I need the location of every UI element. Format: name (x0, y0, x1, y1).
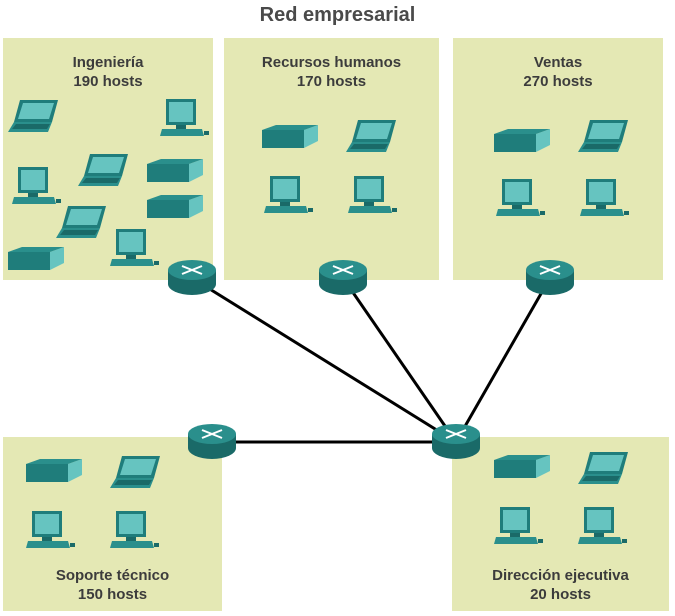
laptop-icon (56, 206, 106, 238)
zone-direccion-name: Dirección ejecutiva (492, 567, 629, 584)
desktop-icon (494, 507, 543, 544)
zone-soporte-name: Soporte técnico (55, 567, 170, 584)
router-icon (168, 260, 216, 295)
desktop-icon (348, 176, 397, 213)
zone-direccion-hosts: 20 hosts (530, 586, 591, 603)
zone-ventas: Ventas 270 hosts (453, 38, 663, 280)
laptop-icon (110, 456, 160, 488)
zone-ingenieria-hosts: 190 hosts (73, 73, 143, 90)
server-icon (147, 195, 203, 218)
laptop-icon (78, 154, 128, 186)
zone-soporte-hosts: 150 hosts (77, 586, 148, 603)
zone-ingenieria-name: Ingeniería (72, 54, 144, 71)
desktop-icon (578, 507, 627, 544)
zone-soporte-label: Soporte técnico 150 hosts (3, 566, 222, 604)
zone-ventas-name: Ventas (533, 54, 583, 71)
desktop-icon (580, 179, 629, 216)
link-rrhh-core (341, 277, 458, 443)
router-icon (319, 260, 367, 295)
laptop-icon (8, 100, 58, 132)
zone-ventas-label: Ventas 270 hosts (453, 53, 663, 91)
desktop-icon (264, 176, 313, 213)
router-icon (188, 424, 236, 459)
laptop-icon (346, 120, 396, 152)
link-ventas-core (454, 277, 552, 443)
server-icon (494, 455, 550, 478)
router-icon (526, 260, 574, 295)
zone-rrhh-label: Recursos humanos 170 hosts (224, 53, 439, 91)
zone-rrhh-name: Recursos humanos (261, 54, 402, 71)
desktop-icon (26, 511, 75, 548)
zone-ventas-hosts: 270 hosts (523, 73, 593, 90)
desktop-icon (110, 229, 159, 266)
server-icon (494, 129, 550, 152)
desktop-icon (110, 511, 159, 548)
laptop-icon (578, 120, 628, 152)
zone-rrhh-hosts: 170 hosts (296, 73, 367, 90)
server-icon (262, 125, 318, 148)
server-icon (8, 247, 64, 270)
diagram-title: Red empresarial (259, 4, 416, 26)
zone-recursos-humanos: Recursos humanos 170 hosts (224, 38, 439, 280)
desktop-icon (160, 99, 209, 136)
zone-ingenieria-label: Ingeniería 190 hosts (3, 53, 213, 91)
link-ingenieria-core (191, 276, 457, 444)
zone-direccion-ejecutiva: Dirección ejecutiva 20 hosts (452, 437, 669, 611)
zone-direccion-label: Dirección ejecutiva 20 hosts (452, 566, 669, 604)
router-icon (432, 424, 480, 459)
desktop-icon (12, 167, 61, 204)
server-icon (147, 159, 203, 182)
server-icon (26, 459, 82, 482)
desktop-icon (496, 179, 545, 216)
laptop-icon (578, 452, 628, 484)
